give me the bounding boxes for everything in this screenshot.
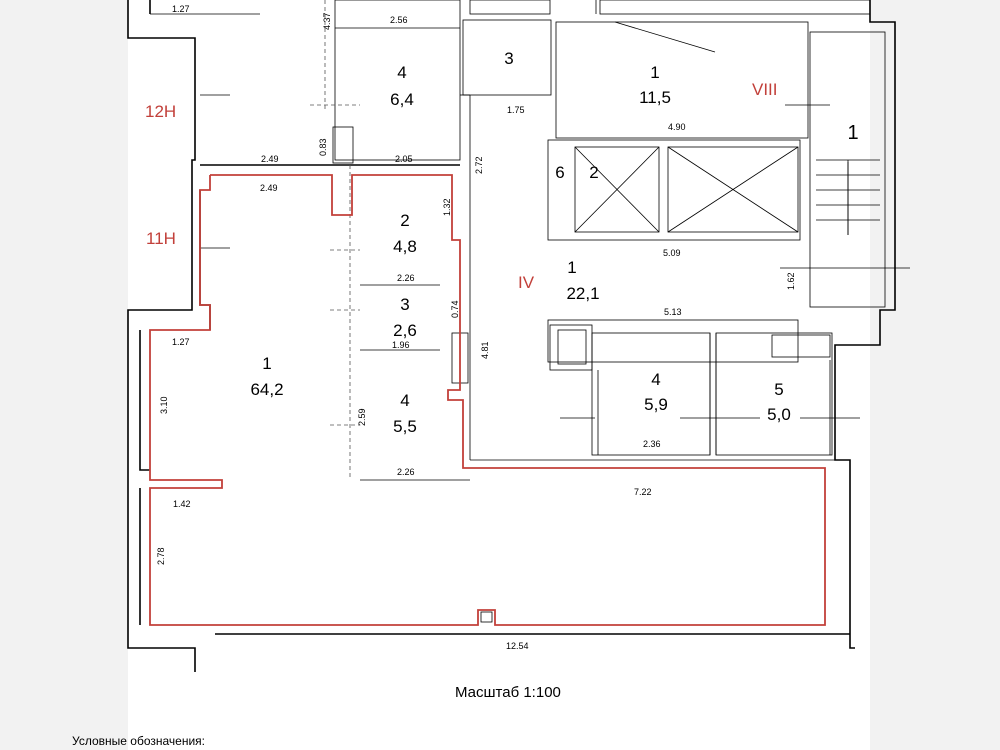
room-area: 2,6 [393,321,417,340]
zone-label-iv: IV [518,273,535,292]
room-number: 4 [397,63,406,82]
room-number: 3 [400,295,409,314]
dimension-label: 4.81 [480,341,490,359]
room-number: 2 [589,163,598,182]
dimension-label: 5.09 [663,248,681,258]
room-area: 6,4 [390,90,414,109]
dimension-label: 7.22 [634,487,652,497]
dimension-label: 1.27 [172,4,190,14]
dimension-label: 0.83 [318,138,328,156]
dimension-label: 2.05 [395,154,413,164]
dimension-label: 4.90 [668,122,686,132]
room-area: 22,1 [566,284,599,303]
room-number: 1 [847,122,858,144]
dimension-label: 0.74 [450,300,460,318]
premises-outline [149,174,826,626]
room-number: 2 [400,211,409,230]
zone-label-11n: 11Н [146,229,176,248]
dimension-label: 2.56 [390,15,408,25]
dimension-label: 3.10 [159,396,169,414]
dimension-label: 2.49 [261,154,279,164]
dimension-label: 4.37 [322,12,332,30]
dimension-label: 2.26 [397,467,415,477]
dimension-label: 1.75 [507,105,525,115]
dimension-labels: 1.27 4.37 2.56 1.75 4.90 0.83 2.49 2.05 … [156,4,796,651]
dimension-label: 2.59 [357,408,367,426]
zone-label-viii: VIII [752,80,778,99]
dimension-label: 2.49 [260,183,278,193]
dimension-label: 1.42 [173,499,191,509]
room-area: 11,5 [639,88,671,107]
room-number: 1 [650,63,659,82]
room-number: 1 [262,354,271,373]
dimension-label: 5.13 [664,307,682,317]
dimension-label: 2.78 [156,547,166,565]
dimension-label: 2.26 [397,273,415,283]
room-number: 5 [774,380,783,399]
dimension-label: 12.54 [506,641,529,651]
room-area: 5,9 [644,395,668,414]
outer-walls [127,0,896,672]
room-number: 4 [400,391,409,410]
room-area: 5,5 [393,417,417,436]
zone-label-12n: 12Н [145,102,176,121]
dimension-label: 2.36 [643,439,661,449]
legend-title: Условные обозначения: [72,734,205,748]
scale-label: Масштаб 1:100 [455,684,561,701]
interior-walls [200,0,910,481]
dimension-label: 1.27 [172,337,190,347]
room-number: 3 [504,49,513,68]
room-area: 4,8 [393,237,417,256]
room-area: 64,2 [250,380,283,399]
dimension-label: 1.32 [442,198,452,216]
dimension-label: 2.72 [474,156,484,174]
room-area: 5,0 [767,405,791,424]
room-number: 4 [651,370,660,389]
room-labels: 4 6,4 3 1 11,5 1 6 2 2 4,8 3 2,6 4 5,5 1… [250,49,858,436]
dimension-label: 1.62 [786,272,796,290]
room-number: 1 [567,258,576,277]
dimension-label: 1.96 [392,340,410,350]
room-number: 6 [555,163,564,182]
